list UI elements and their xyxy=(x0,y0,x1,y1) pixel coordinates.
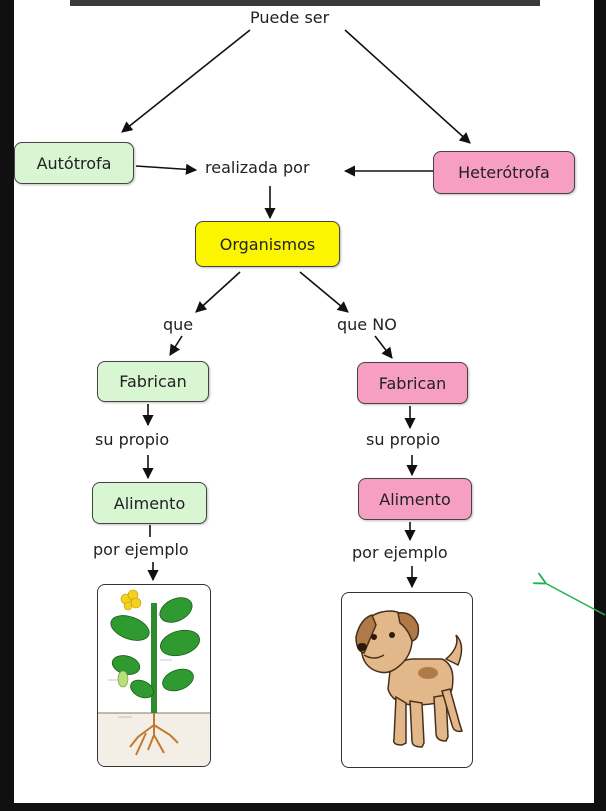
plant-image-box xyxy=(97,584,211,767)
label-que: que xyxy=(163,315,194,335)
arrow-organismos-to-que xyxy=(195,271,241,313)
label-por-ejemplo-left: por ejemplo xyxy=(93,540,189,560)
label-puede-ser: Puede ser xyxy=(250,8,330,28)
arrow-queno-to-fabrican-right xyxy=(374,335,393,359)
arrow-autotrofa-to-realizada xyxy=(135,163,198,175)
label-su-propio-left: su propio xyxy=(95,430,170,450)
label-realizada-por: realizada por xyxy=(205,158,310,178)
arrow-puede-to-autotrofa xyxy=(121,29,251,133)
plant-illustration xyxy=(98,589,210,766)
top-bar xyxy=(70,0,540,6)
arrow-que-to-fabrican-left xyxy=(169,335,183,356)
label-su-propio-right: su propio xyxy=(366,430,441,450)
node-alimento-left: Alimento xyxy=(92,482,207,524)
dog-image-box xyxy=(341,592,473,768)
node-heterotrofa: Heterótrofa xyxy=(433,151,575,194)
arrow-organismos-to-queno xyxy=(299,271,349,313)
node-fabrican-left: Fabrican xyxy=(97,361,209,402)
annotation-arrow xyxy=(545,583,606,616)
node-alimento-right: Alimento xyxy=(358,478,472,520)
node-organismos: Organismos xyxy=(195,221,340,267)
node-fabrican-right: Fabrican xyxy=(357,362,468,404)
dog-illustration xyxy=(355,610,463,748)
label-por-ejemplo-right: por ejemplo xyxy=(352,543,448,563)
node-autotrofa: Autótrofa xyxy=(14,142,134,184)
label-que-no: que NO xyxy=(337,315,397,335)
arrow-puede-to-heterotrofa xyxy=(344,29,471,144)
